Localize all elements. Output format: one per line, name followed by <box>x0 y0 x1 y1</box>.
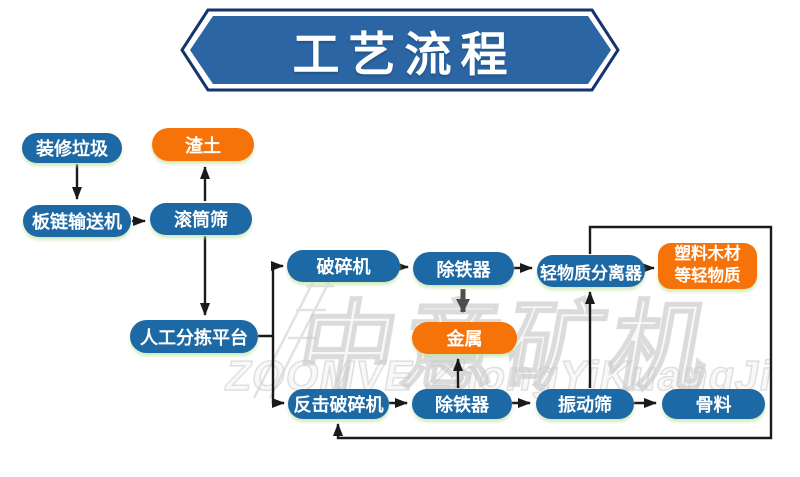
node-label: 破碎机 <box>316 257 371 277</box>
node-label: 板链输送机 <box>32 212 122 232</box>
page-title: 工艺流程 <box>292 27 517 81</box>
node-light-materials-output: 塑料木材 等轻物质 <box>658 243 757 289</box>
node-label: 滚筒筛 <box>174 210 228 230</box>
node-label: 轻物质分离器 <box>540 263 642 283</box>
watermark-logo-mark <box>252 275 334 399</box>
node-plate-chain-conveyor: 板链输送机 <box>23 205 131 237</box>
banner-hexagon <box>180 8 620 92</box>
node-label-line2: 等轻物质 <box>674 267 741 285</box>
arrow-sorting-to-impact-crusher <box>271 336 285 408</box>
arrow-sorting-to-crusher <box>258 261 284 338</box>
node-label: 装修垃圾 <box>36 139 108 159</box>
node-vibrating-screen: 振动筛 <box>536 389 634 419</box>
node-iron-remover-1: 除铁器 <box>413 252 514 285</box>
node-label: 渣土 <box>185 135 221 156</box>
node-label: 人工分拣平台 <box>140 327 248 348</box>
node-label: 金属 <box>446 329 483 349</box>
node-label: 除铁器 <box>435 395 489 415</box>
node-label: 振动筛 <box>558 395 612 415</box>
arrow-separator-recycle-loop <box>333 225 773 440</box>
banner: 工艺流程 <box>180 6 620 94</box>
node-trommel-screen: 滚筒筛 <box>150 203 252 235</box>
node-impact-crusher: 反击破碎机 <box>288 389 389 419</box>
node-light-material-separator: 轻物质分离器 <box>537 255 645 287</box>
node-metal-output: 金属 <box>412 322 517 354</box>
node-slag-output: 渣土 <box>152 128 254 161</box>
node-manual-sorting-platform: 人工分拣平台 <box>130 320 258 353</box>
node-label: 反击破碎机 <box>293 395 384 415</box>
node-iron-remover-2: 除铁器 <box>412 389 512 419</box>
node-crusher: 破碎机 <box>287 250 400 282</box>
node-decoration-waste: 装修垃圾 <box>22 133 122 163</box>
node-label: 骨料 <box>695 395 732 415</box>
node-label: 除铁器 <box>436 259 491 280</box>
node-aggregate-output: 骨料 <box>662 389 765 419</box>
node-label-line1: 塑料木材 <box>674 245 741 264</box>
